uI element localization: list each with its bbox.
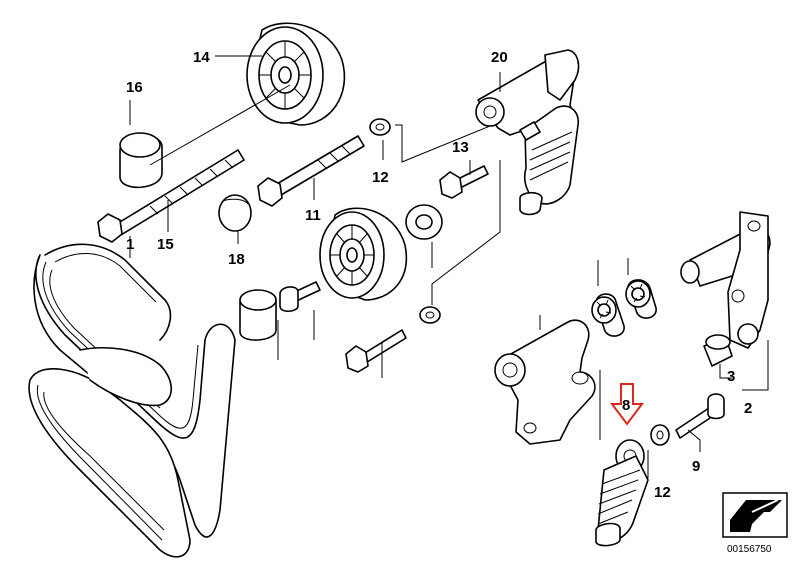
- callout-12-upper: 12: [372, 169, 389, 186]
- needle-bearing-left: [591, 293, 625, 337]
- lower-bolt: [345, 329, 407, 373]
- spacer-bushing: [239, 289, 277, 341]
- tensioner-arm-lower: [494, 319, 596, 445]
- bent-arrow-icon: [722, 492, 788, 538]
- callout-12-lower: 12: [654, 484, 671, 501]
- hydraulic-tensioner: [595, 439, 649, 547]
- tensioner-bracket: [680, 211, 771, 367]
- diagram-code: 00156750: [727, 544, 772, 555]
- drive-belt: [28, 243, 236, 558]
- down-arrow-outline-icon: [610, 383, 644, 426]
- callout-20: 20: [491, 49, 508, 66]
- cap: [119, 132, 163, 189]
- pulley-center: [319, 207, 408, 301]
- pulley-upper: [246, 22, 346, 126]
- callout-9: 9: [692, 458, 700, 475]
- washer-lower: [650, 424, 670, 446]
- callout-1: 1: [126, 236, 134, 253]
- needle-bearing-right: [625, 279, 657, 319]
- callout-14: 14: [193, 49, 210, 66]
- large-washer: [405, 204, 443, 240]
- callout-labels: 14 16 20 13 12 11 1 15 18 3 2 8 9 12: [126, 49, 752, 501]
- tensioner-bolt: [675, 393, 725, 439]
- washer-upper: [369, 118, 391, 136]
- callout-16: 16: [126, 79, 143, 96]
- pulley-bolt: [257, 135, 365, 207]
- callout-13: 13: [452, 139, 469, 156]
- callout-8: 8: [622, 397, 630, 414]
- cover-cap: [218, 194, 252, 232]
- short-bolt: [439, 165, 489, 199]
- callout-2: 2: [744, 400, 752, 417]
- pulley-bolt-short: [279, 281, 321, 313]
- callout-18: 18: [228, 251, 245, 268]
- leader-lines: [129, 55, 769, 478]
- callout-15: 15: [157, 236, 174, 253]
- belt-tensioner-upper: [475, 49, 580, 216]
- washer-center: [419, 306, 441, 324]
- callout-11: 11: [305, 207, 321, 224]
- long-bolt: [97, 149, 245, 243]
- callout-3: 3: [727, 368, 735, 385]
